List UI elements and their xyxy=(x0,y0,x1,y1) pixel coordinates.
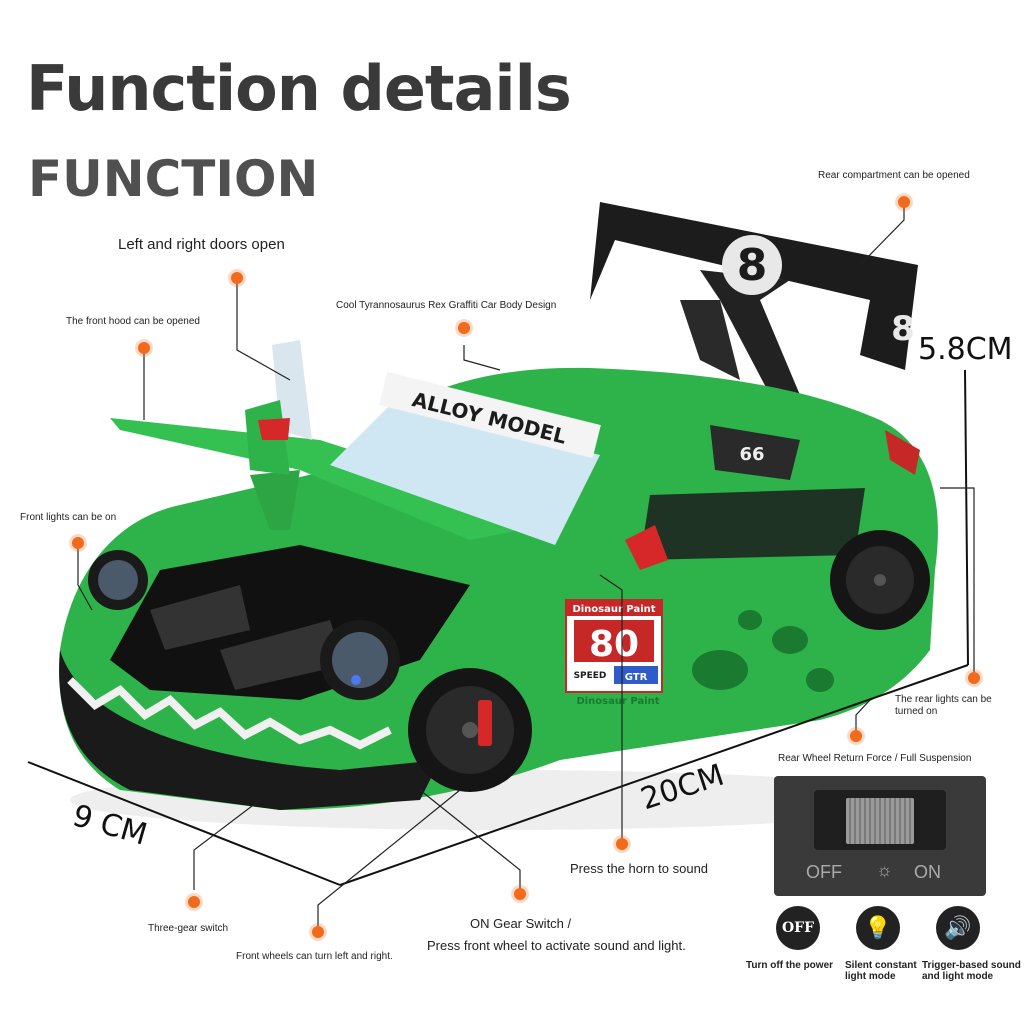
callout-rear-wheel: Rear Wheel Return Force / Full Suspensio… xyxy=(778,753,972,764)
dimension-height: 5.8CM xyxy=(918,332,1013,367)
callout-rear-compartment: Rear compartment can be opened xyxy=(818,170,970,181)
callout-dot-hood xyxy=(138,342,150,354)
callout-three-gear: Three-gear switch xyxy=(148,923,229,934)
light-bulb-icon: 💡 xyxy=(856,906,900,950)
mode-off-label: Turn off the power xyxy=(746,960,834,971)
callout-dot-front-lights xyxy=(72,537,84,549)
door-plate-bottom: Dinosaur Paint xyxy=(576,696,659,707)
mode-sound-label-1: Trigger-based sound xyxy=(922,960,1021,971)
callout-rear-lights-line2: turned on xyxy=(895,706,938,717)
page-title: Function details xyxy=(26,52,572,125)
callout-dot-doors xyxy=(231,272,243,284)
mode-light-label-1: Silent constant xyxy=(845,960,917,971)
callout-dot-rear-compartment xyxy=(898,196,910,208)
wing-number-side: 8 xyxy=(891,309,915,349)
power-off-icon: OFF xyxy=(776,906,820,950)
door-gtr: GTR xyxy=(625,672,648,683)
callout-dot-front-wheels xyxy=(312,926,324,938)
switch-off-label: OFF xyxy=(806,862,842,882)
light-icon: ☼ xyxy=(876,860,893,880)
callout-doors: Left and right doors open xyxy=(118,236,285,253)
callout-dot-horn xyxy=(616,838,628,850)
callout-hood: The front hood can be opened xyxy=(66,316,200,327)
callout-dot-three-gear xyxy=(188,896,200,908)
callout-dot-rear-wheel xyxy=(850,730,862,742)
mode-light-label-2: light mode xyxy=(845,971,896,982)
rear-spoiler: 8 8 xyxy=(590,202,918,395)
callout-graffiti: Cool Tyrannosaurus Rex Graffiti Car Body… xyxy=(336,300,557,311)
callout-horn: Press the horn to sound xyxy=(570,861,709,876)
door-number: 80 xyxy=(589,624,639,665)
callout-gear-switch: ON Gear Switch / xyxy=(470,916,572,931)
wing-number-large: 8 xyxy=(737,240,768,291)
switch-track xyxy=(814,790,946,850)
callout-press-front-wheel: Press front wheel to activate sound and … xyxy=(427,938,686,953)
callout-dot-rear-lights xyxy=(968,672,980,684)
mode-sound-label-2: and light mode xyxy=(922,971,994,982)
switch-on-label: ON xyxy=(914,862,941,882)
door-speed: SPEED xyxy=(574,671,607,681)
three-gear-switch-panel: OFF ☼ ON xyxy=(774,776,986,896)
window-number: 66 xyxy=(739,444,764,465)
speaker-icon: 🔊 xyxy=(936,906,980,950)
callout-rear-lights-line1: The rear lights can be xyxy=(895,694,992,705)
callout-front-lights: Front lights can be on xyxy=(20,512,117,523)
page-subtitle: FUNCTION xyxy=(28,150,319,208)
callout-dot-graffiti xyxy=(458,322,470,334)
callout-front-wheels: Front wheels can turn left and right. xyxy=(236,951,393,962)
callout-dot-gear-switch xyxy=(514,888,526,900)
switch-knob[interactable] xyxy=(846,798,914,844)
door-plate-top: Dinosaur Paint xyxy=(572,604,655,615)
